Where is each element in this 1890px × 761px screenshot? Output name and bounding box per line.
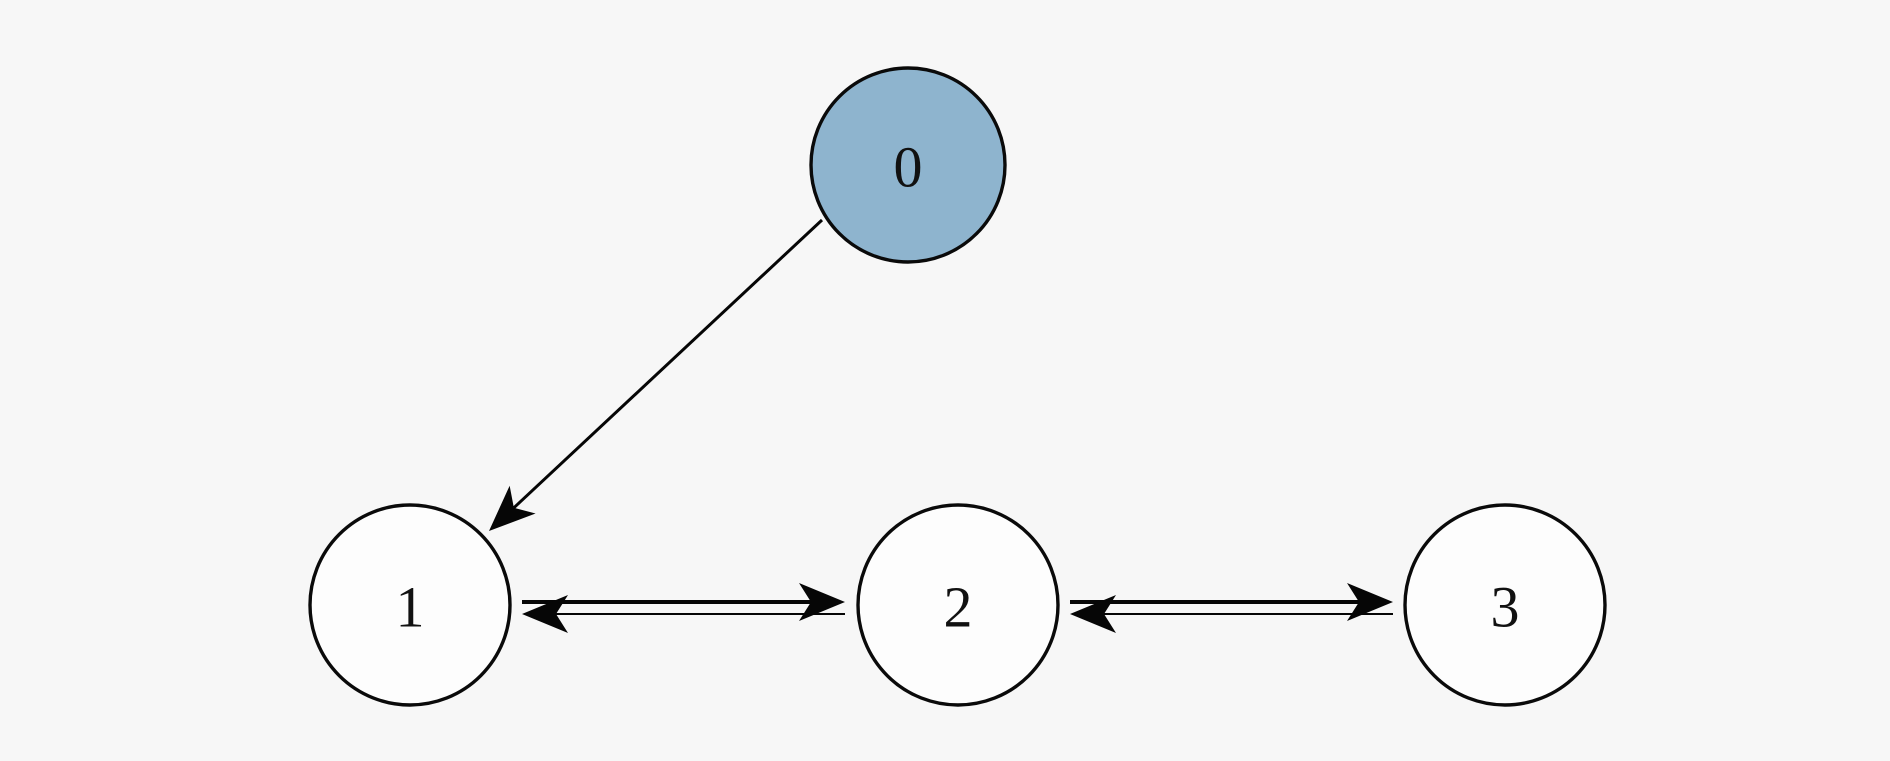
graph-node-1[interactable]: 1: [308, 503, 512, 707]
node-circle[interactable]: [809, 66, 1007, 264]
node-label: 0: [894, 135, 923, 200]
graph-edge[interactable]: [522, 583, 845, 621]
graph-edge[interactable]: [1070, 583, 1393, 621]
node-label: 1: [396, 575, 425, 640]
graph-edge[interactable]: [522, 595, 845, 633]
arrowhead-icon: [1070, 595, 1116, 633]
node-circle[interactable]: [1403, 503, 1607, 707]
nodes-layer: 0 1 2 3: [308, 66, 1607, 707]
node-circle[interactable]: [308, 503, 512, 707]
node-label: 3: [1491, 575, 1520, 640]
node-circle[interactable]: [856, 503, 1060, 707]
arrowhead-icon: [1347, 583, 1393, 621]
node-label: 2: [944, 575, 973, 640]
graph-node-0[interactable]: 0: [809, 66, 1007, 264]
edges-layer: [489, 218, 1393, 633]
graph-node-3[interactable]: 3: [1403, 503, 1607, 707]
arrowhead-icon: [799, 583, 845, 621]
arrowhead-icon: [522, 595, 568, 633]
arrowhead-icon: [489, 485, 536, 531]
graph-node-2[interactable]: 2: [856, 503, 1060, 707]
graph-edge[interactable]: [489, 218, 824, 531]
edge-line: [512, 218, 824, 509]
graph-edge[interactable]: [1070, 595, 1393, 633]
